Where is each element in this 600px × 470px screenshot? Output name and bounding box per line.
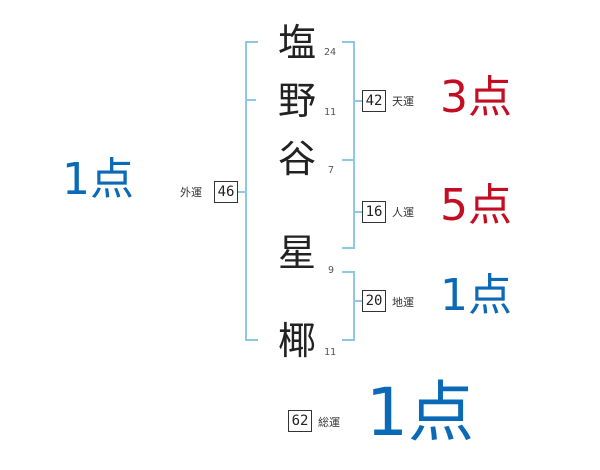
stroke-count-4: 9 <box>328 265 335 276</box>
stroke-count-1: 24 <box>324 47 337 58</box>
stroke-count-5: 11 <box>324 347 337 358</box>
chiun-score: 1点 <box>440 270 512 321</box>
name-char-3: 谷 <box>278 137 317 181</box>
name-char-2: 野 <box>278 79 317 123</box>
tenun-score: 3点 <box>440 72 512 123</box>
jinun-label: 人運 <box>392 206 414 219</box>
name-char-5: 椰 <box>278 319 317 363</box>
gaiun-value-box: 46 <box>214 181 238 203</box>
chiun-label: 地運 <box>392 296 414 309</box>
gaiun-score: 1点 <box>62 154 134 205</box>
name-char-4: 星 <box>278 231 317 275</box>
tenun-label: 天運 <box>392 95 414 108</box>
gaiun-bracket <box>245 41 258 341</box>
stroke-count-3: 7 <box>328 165 335 176</box>
stroke-count-2: 11 <box>324 107 337 118</box>
jinun-bracket <box>342 159 355 249</box>
souun-value-box: 62 <box>288 410 312 432</box>
tenun-bracket <box>342 41 355 161</box>
jinun-value-box: 16 <box>362 201 386 223</box>
jinun-score: 5点 <box>440 180 512 231</box>
souun-label: 総運 <box>318 416 340 429</box>
chiun-bracket <box>342 271 355 341</box>
chiun-value-box: 20 <box>362 290 386 312</box>
souun-score: 1点 <box>366 374 474 451</box>
tenun-value-box: 42 <box>362 90 386 112</box>
name-char-1: 塩 <box>278 21 317 65</box>
gaiun-label: 外運 <box>180 186 202 199</box>
